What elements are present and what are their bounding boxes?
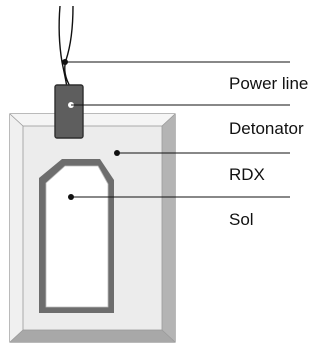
label-rdx: RDX <box>229 165 265 184</box>
leader-lines <box>62 59 290 200</box>
sol-cavity-fill <box>45 165 109 308</box>
detonator-cap <box>54 84 84 139</box>
label-detonator: Detonator <box>229 119 304 138</box>
wire-right <box>64 5 74 89</box>
rdx-block-bevel-top <box>10 114 175 126</box>
power-line-wires <box>58 5 74 89</box>
rdx-block-bevel-bottom <box>10 330 175 342</box>
rdx-block-bevel-right <box>162 114 175 342</box>
rdx-block-bevel-left <box>10 114 23 342</box>
label-sol: Sol <box>229 210 254 229</box>
label-power-line: Power line <box>229 74 308 93</box>
sol-cavity <box>39 159 114 313</box>
